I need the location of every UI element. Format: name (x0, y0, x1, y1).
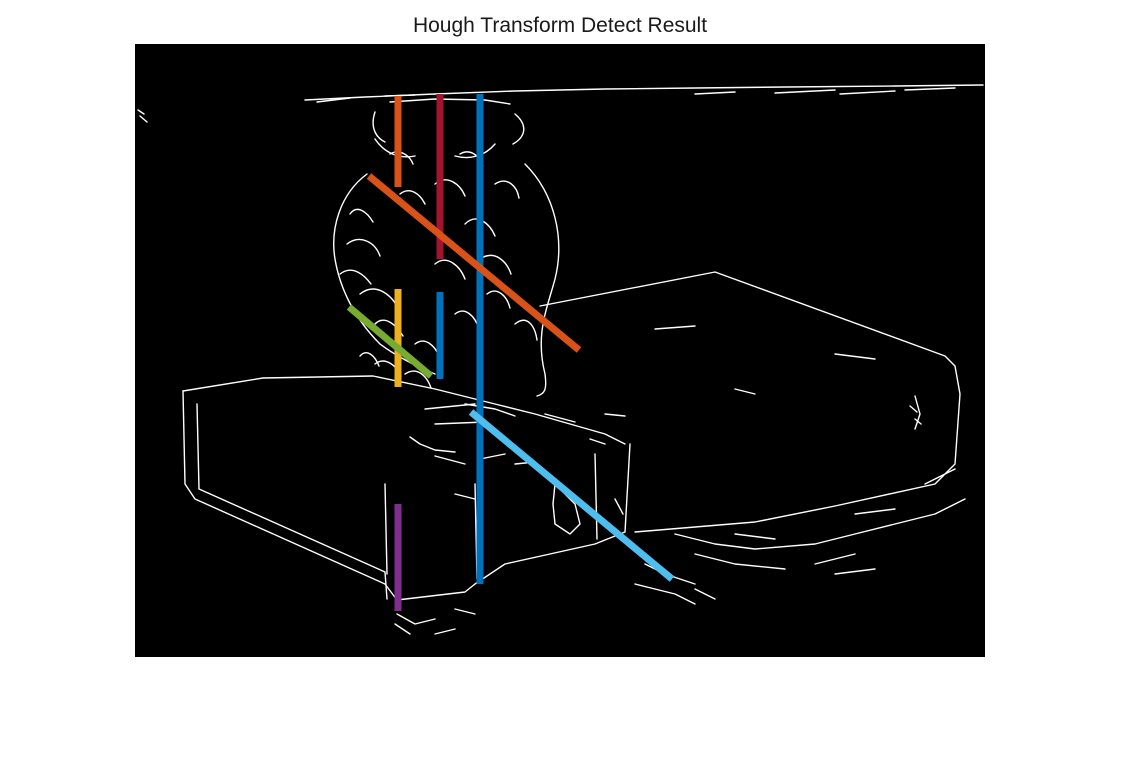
hough-line-7 (346, 304, 434, 379)
projector-top-details (409, 325, 922, 535)
edge-image-axes (135, 44, 985, 657)
figure-title: Hough Transform Detect Result (412, 14, 708, 37)
projector-front-inner (196, 403, 598, 600)
vase-outline (333, 98, 560, 397)
table-back-edge-fragments (137, 87, 956, 123)
image-background (135, 44, 985, 657)
hough-line-4 (366, 173, 582, 353)
projector-bottom-shadow (394, 583, 716, 635)
projector-top (182, 271, 961, 533)
edge-image-canvas (135, 44, 985, 657)
hough-lines (346, 94, 675, 611)
projector-front-face (182, 390, 631, 601)
edge-contours (137, 84, 984, 635)
hough-line-8 (468, 409, 675, 582)
